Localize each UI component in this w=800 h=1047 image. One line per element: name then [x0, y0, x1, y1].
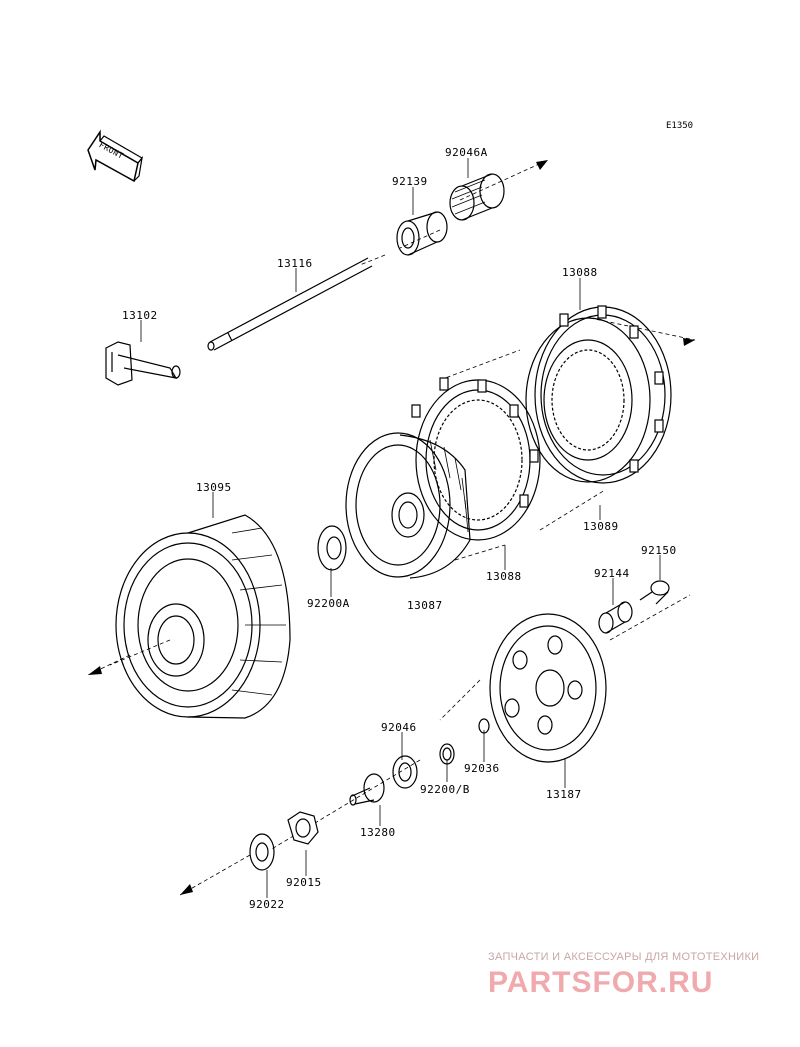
part-label-92139: 92139 [392, 175, 428, 188]
part-label-92046: 92046 [381, 721, 417, 734]
friction-plate-13088-bottom [411, 377, 541, 541]
part-label-13088-bottom: 13088 [486, 570, 522, 583]
part-label-13116: 13116 [277, 257, 313, 270]
leader-lines [140, 158, 661, 898]
circlip-92036 [478, 718, 490, 734]
part-label-13095: 13095 [196, 481, 232, 494]
part-label-13087: 13087 [407, 599, 443, 612]
part-label-13089: 13089 [583, 520, 619, 533]
needle-bearing-92046a [449, 173, 505, 221]
pressure-plate-13187 [489, 613, 607, 763]
release-lever-13102 [105, 341, 181, 386]
friction-plate-13088-top [525, 305, 672, 484]
watermark-logo: PARTSFOR.RU [488, 966, 714, 999]
clutch-hub-13087 [345, 432, 471, 579]
diagram-code: E1350 [666, 121, 694, 131]
pusher-13280 [349, 773, 385, 806]
part-label-92022: 92022 [249, 898, 285, 911]
part-label-92200b: 92200/B [420, 783, 470, 796]
part-label-13187: 13187 [546, 788, 582, 801]
bearing-92046 [392, 755, 418, 789]
part-label-92150: 92150 [641, 544, 677, 557]
watermark-tagline: ЗАПЧАСТИ И АКСЕССУАРЫ ДЛЯ МОТОТЕХНИКИ [488, 951, 760, 963]
spring-92144 [598, 601, 633, 634]
part-label-13102: 13102 [122, 309, 158, 322]
front-arrow-icon [87, 129, 143, 183]
nut-92015 [287, 811, 319, 845]
part-label-13280: 13280 [360, 826, 396, 839]
part-label-13088-top: 13088 [562, 266, 598, 279]
collar-92139 [396, 211, 448, 256]
washer-92200b [439, 743, 455, 765]
washer-92200a [317, 525, 347, 571]
bolt-92150 [639, 580, 670, 605]
part-label-92200a: 92200A [307, 597, 350, 610]
part-label-92144: 92144 [594, 567, 630, 580]
clutch-housing-13095 [115, 514, 291, 719]
washer-92022 [249, 833, 275, 871]
part-label-92015: 92015 [286, 876, 322, 889]
part-label-92046a: 92046A [445, 146, 488, 159]
push-rod-13116 [207, 257, 373, 351]
part-label-92036: 92036 [464, 762, 500, 775]
